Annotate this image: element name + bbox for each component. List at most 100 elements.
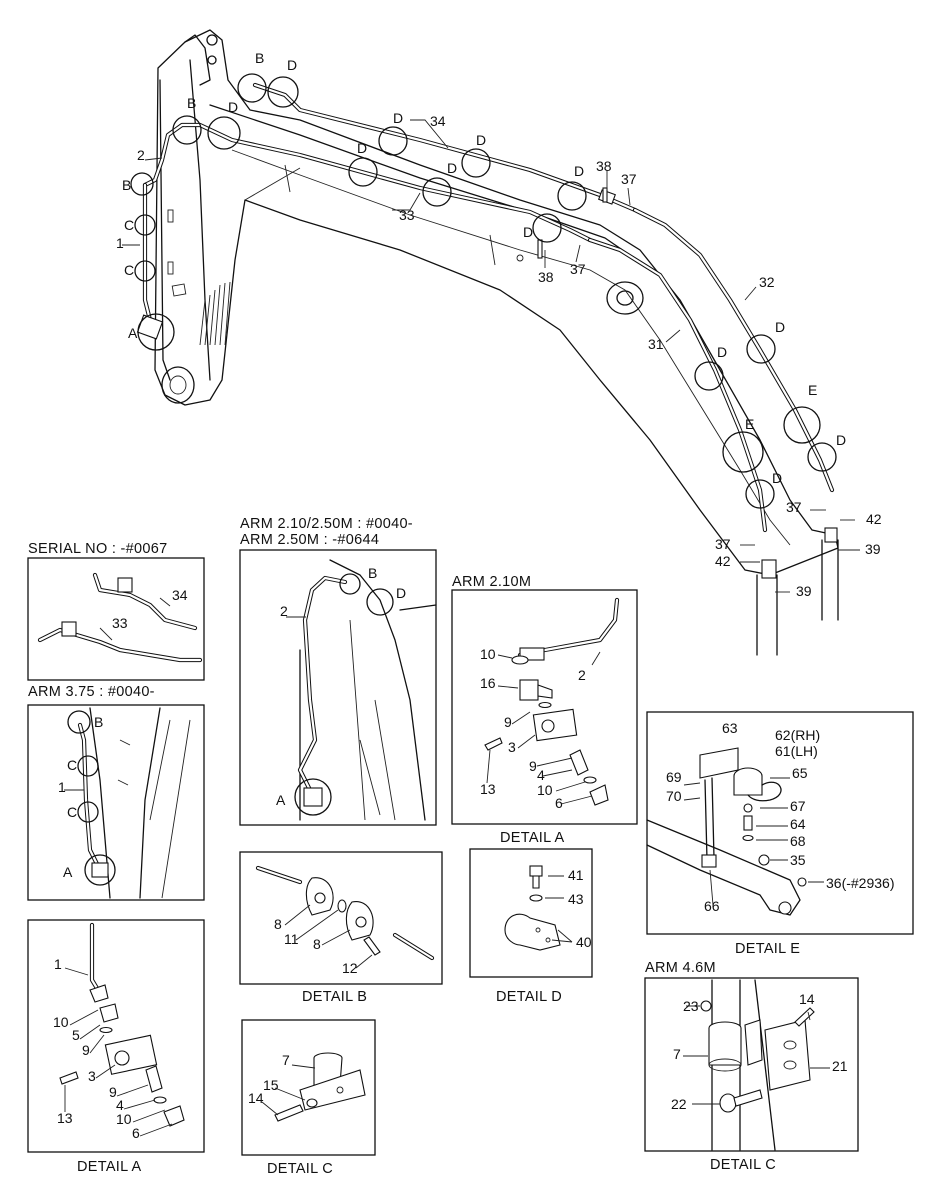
callout-main-0: B (255, 50, 264, 66)
callout-arm210250-3: A (276, 792, 286, 808)
callout-detail_b-1: 11 (284, 931, 299, 947)
arm210-detail-a (451, 589, 638, 825)
callout-serial_inset-1: 33 (112, 615, 128, 631)
callout-main-10: D (393, 110, 403, 126)
callout-main-9: A (128, 325, 138, 341)
callout-main-35: 39 (796, 583, 812, 599)
detail-c-right (644, 977, 859, 1152)
callout-main-32: 37 (715, 536, 731, 552)
callout-arm375-2: 1 (58, 779, 66, 795)
callout-detail_d-2: 40 (576, 934, 592, 950)
callout-main-20: 38 (538, 269, 554, 285)
detail-a-left (27, 919, 205, 1153)
callout-main-14: D (447, 160, 457, 176)
callout-detail_c_left-0: 7 (282, 1052, 290, 1068)
callout-detail_e-5: 70 (666, 788, 682, 804)
callout-main-3: D (228, 99, 238, 115)
hose-lines (136, 82, 835, 533)
callout-arm210-6: 4 (537, 767, 545, 783)
callout-detail_a_left-3: 9 (82, 1042, 90, 1058)
callout-main-15: 33 (399, 207, 415, 223)
callout-detail_e-3: 65 (792, 765, 808, 781)
callout-detail_a_left-5: 13 (57, 1110, 73, 1126)
callout-main-17: 38 (596, 158, 612, 174)
callout-arm210-7: 13 (480, 781, 496, 797)
callout-serial_inset-0: 34 (172, 587, 188, 603)
callout-detail_e-6: 67 (790, 798, 806, 814)
caption-1: ARM 3.75 : #0040- (28, 684, 155, 700)
caption-10: DETAIL A (77, 1159, 141, 1175)
callout-detail_c_right-4: 22 (671, 1096, 687, 1112)
detail-b (239, 851, 443, 985)
callout-arm210-5: 9 (529, 758, 537, 774)
callout-main-7: 1 (116, 235, 124, 251)
callout-detail_b-0: 8 (274, 916, 282, 932)
caption-12: DETAIL C (710, 1157, 776, 1173)
callout-detail_d-0: 41 (568, 867, 584, 883)
callout-detail_a_left-9: 6 (132, 1125, 140, 1141)
arm375-inset (27, 704, 205, 901)
callout-main-8: C (124, 262, 134, 278)
callout-detail_c_right-2: 7 (673, 1046, 681, 1062)
callout-detail_e-11: 66 (704, 898, 720, 914)
callout-main-23: D (775, 319, 785, 335)
callout-detail_a_left-7: 4 (116, 1097, 124, 1113)
callout-arm210-4: 3 (508, 739, 516, 755)
callout-arm210250-1: D (396, 585, 406, 601)
caption-3: ARM 2.50M : -#0644 (240, 532, 379, 548)
callout-main-30: 37 (786, 499, 802, 515)
callout-arm375-3: C (67, 804, 77, 820)
callout-detail_e-4: 69 (666, 769, 682, 785)
caption-11: DETAIL C (267, 1161, 333, 1177)
callout-main-31: 42 (866, 511, 882, 527)
caption-7: DETAIL B (302, 989, 367, 1005)
callout-main-29: D (772, 470, 782, 486)
callout-main-24: 31 (648, 336, 664, 352)
callout-detail_a_left-2: 5 (72, 1027, 80, 1043)
callout-detail_b-2: 8 (313, 936, 321, 952)
callout-detail_e-10: 36(-#2936) (826, 875, 895, 891)
callout-arm210-2: 16 (480, 675, 496, 691)
caption-2: ARM 2.10/2.50M : #0040- (240, 516, 413, 532)
caption-0: SERIAL NO : -#0067 (28, 541, 167, 557)
callout-arm210250-2: 2 (280, 603, 288, 619)
callout-main-13: D (357, 140, 367, 156)
callout-detail_a_left-8: 10 (116, 1111, 132, 1127)
caption-4: ARM 2.10M (452, 574, 531, 590)
callout-detail_a_left-0: 1 (54, 956, 62, 972)
callout-detail_e-9: 35 (790, 852, 806, 868)
callout-main-19: D (523, 224, 533, 240)
boom-assembly (154, 29, 839, 656)
callout-detail_e-1: 62(RH) (775, 727, 820, 743)
callout-arm375-1: C (67, 757, 77, 773)
detail-c-left (241, 1019, 376, 1156)
detail-d (469, 848, 593, 978)
callout-main-5: B (122, 177, 131, 193)
detail-e (646, 711, 914, 935)
arm210-250-inset (239, 549, 437, 826)
callout-detail_a_left-6: 9 (109, 1084, 117, 1100)
callout-main-18: 37 (621, 171, 637, 187)
callout-detail_e-2: 61(LH) (775, 743, 818, 759)
leader-lines (122, 119, 860, 593)
callout-detail_c_right-3: 21 (832, 1058, 848, 1074)
callout-detail_e-7: 64 (790, 816, 806, 832)
callout-detail_a_left-4: 3 (88, 1068, 96, 1084)
callout-detail_c_left-1: 15 (263, 1077, 279, 1093)
callout-detail_a_left-1: 10 (53, 1014, 69, 1030)
callout-detail_e-8: 68 (790, 833, 806, 849)
callout-detail_d-1: 43 (568, 891, 584, 907)
callout-arm210-3: 9 (504, 714, 512, 730)
callout-main-16: D (574, 163, 584, 179)
callout-arm210250-0: B (368, 565, 377, 581)
callout-main-28: D (836, 432, 846, 448)
callout-main-2: B (187, 95, 196, 111)
callout-arm210-9: 6 (555, 795, 563, 811)
serial-inset (27, 557, 205, 681)
callout-main-34: 42 (715, 553, 731, 569)
callout-main-25: D (717, 344, 727, 360)
callout-arm375-4: A (63, 864, 73, 880)
caption-9: ARM 4.6M (645, 960, 716, 976)
